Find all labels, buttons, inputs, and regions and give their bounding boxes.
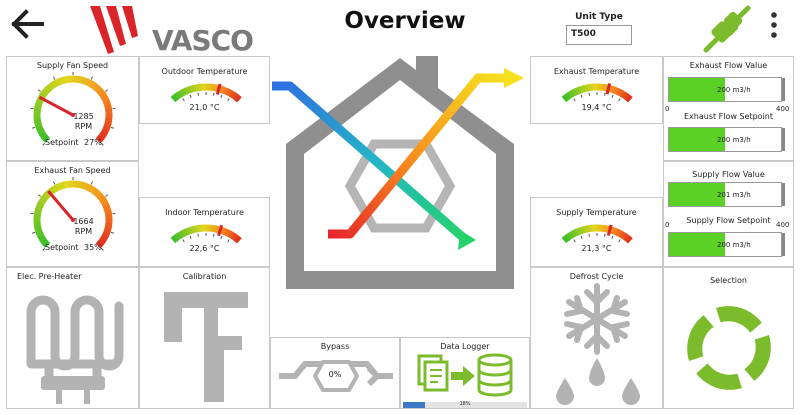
exhaust-flow-axis-max: 400 — [776, 105, 790, 113]
exhaust-fan-rpm: 1664 — [73, 217, 94, 226]
supply-flow-setpoint-title: Supply Flow Setpoint — [686, 216, 771, 225]
preheater-tile[interactable]: Elec. Pre-Heater — [6, 267, 139, 409]
supply-temp-gauge — [561, 224, 633, 244]
supply-flow-axis-min: 0 — [665, 221, 670, 229]
supply-fan-setpoint-label: Setpoint — [45, 138, 79, 147]
menu-button[interactable] — [766, 10, 782, 42]
gauge-needle — [606, 224, 613, 236]
gauge-needle — [217, 224, 224, 237]
data-logger-progress: 18% — [403, 401, 527, 408]
exhaust-flow-value-bar: 200 m3/h — [668, 77, 785, 102]
indoor-temp-panel[interactable]: Indoor Temperature 22,6 °C — [139, 197, 270, 267]
defrost-title: Defrost Cycle — [569, 272, 624, 281]
gauge-needle — [215, 83, 222, 95]
exhaust-fan-panel[interactable]: Exhaust Fan Speed 1664 RPM Setpoint 35% — [6, 161, 139, 267]
gauge-needle — [38, 95, 74, 117]
indoor-temp-gauge — [170, 224, 242, 244]
logo-text: VASCO — [152, 24, 254, 57]
gauge-needle — [47, 190, 75, 221]
data-logger-tile[interactable]: Data Logger 18% — [400, 337, 530, 409]
supply-fan-setpoint-value: 27% — [84, 138, 102, 147]
supply-flow-setpoint-text: 200 m3/h — [717, 240, 751, 249]
exhaust-flow-value-title: Exhaust Flow Value — [689, 61, 768, 70]
plug-connected-icon — [703, 5, 751, 53]
exhaust-flow-axis-min: 0 — [665, 105, 670, 113]
outdoor-temp-value: 21,0 °C — [189, 103, 220, 112]
supply-flow-setpoint-bar: 200 m3/h — [668, 232, 785, 257]
back-button[interactable] — [8, 6, 48, 42]
bypass-icon — [279, 360, 393, 392]
exhaust-fan-setpoint-value: 35% — [84, 243, 102, 252]
outdoor-temp-title: Outdoor Temperature — [161, 67, 248, 76]
exhaust-fan-rpm-unit: RPM — [74, 227, 93, 236]
supply-temp-panel[interactable]: Supply Temperature 21,3 °C — [530, 197, 663, 267]
supply-fan-rpm: 1285 — [73, 112, 94, 121]
exhaust-flow-setpoint-bar: 200 m3/h — [668, 127, 785, 152]
defrost-tile[interactable]: Defrost Cycle — [530, 267, 663, 409]
exhaust-fan-gauge — [30, 177, 116, 251]
exhaust-flow-setpoint-text: 200 m3/h — [717, 135, 751, 144]
more-vertical-icon — [771, 12, 777, 38]
exhaust-temp-panel[interactable]: Exhaust Temperature 19,4 °C — [530, 56, 663, 124]
supply-fan-rpm-unit: RPM — [74, 122, 93, 131]
outdoor-temp-panel[interactable]: Outdoor Temperature 21,0 °C — [139, 56, 270, 124]
exhaust-flow-value-text: 200 m3/h — [717, 85, 751, 94]
exhaust-flow-setpoint-title: Exhaust Flow Setpoint — [683, 112, 774, 121]
gauge-needle — [605, 83, 612, 95]
page-title: Overview — [344, 8, 466, 34]
supply-flow-value-bar: 201 m3/h — [668, 182, 785, 207]
preheater-title: Elec. Pre-Heater — [17, 272, 82, 281]
supply-fan-title: Supply Fan Speed — [36, 61, 109, 70]
data-logger-title: Data Logger — [440, 342, 490, 351]
caliper-icon — [164, 292, 248, 402]
selection-tile[interactable]: Selection — [663, 267, 794, 409]
heater-coil-icon — [26, 295, 124, 404]
snowflake-icon — [556, 283, 640, 405]
bypass-title: Bypass — [320, 342, 350, 351]
supply-flow-panel[interactable]: Supply Flow Value 201 m3/h Supply Flow S… — [663, 161, 794, 267]
selection-title: Selection — [710, 276, 747, 285]
unit-type-label: Unit Type — [575, 12, 623, 22]
outdoor-temp-gauge — [170, 83, 242, 103]
arrow-left-icon — [11, 9, 44, 39]
calibration-tile[interactable]: Calibration — [139, 267, 270, 409]
connection-button[interactable] — [702, 4, 752, 54]
exhaust-temp-gauge — [561, 83, 633, 103]
indoor-temp-title: Indoor Temperature — [165, 208, 244, 217]
supply-fan-gauge — [30, 72, 116, 146]
bypass-value: 0% — [328, 370, 342, 379]
data-logger-icon — [417, 353, 513, 397]
supply-temp-title: Supply Temperature — [556, 208, 637, 217]
bypass-tile[interactable]: Bypass 0% — [270, 337, 400, 409]
supply-fan-panel[interactable]: Supply Fan Speed 1285 RPM Setpoint 27% — [6, 56, 139, 161]
house-diagram — [270, 44, 530, 294]
data-logger-progress-text: 18% — [459, 401, 471, 407]
exhaust-temp-value: 19,4 °C — [581, 103, 612, 112]
supply-flow-value-text: 201 m3/h — [717, 190, 751, 199]
exhaust-temp-title: Exhaust Temperature — [553, 67, 640, 76]
calibration-title: Calibration — [182, 272, 227, 281]
supply-temp-value: 21,3 °C — [581, 244, 612, 253]
unit-type-field[interactable]: T500 — [566, 25, 632, 45]
indoor-temp-value: 22,6 °C — [189, 244, 220, 253]
exhaust-flow-panel[interactable]: Exhaust Flow Value 200 m3/h 0 400 Exhaus… — [663, 56, 794, 161]
unit-type-value: T500 — [571, 29, 596, 39]
vasco-logo: VASCO — [84, 4, 254, 58]
exhaust-fan-setpoint-label: Setpoint — [45, 243, 79, 252]
supply-flow-value-title: Supply Flow Value — [692, 170, 765, 179]
selection-ring-icon — [687, 306, 771, 390]
exhaust-fan-title: Exhaust Fan Speed — [34, 166, 111, 175]
supply-flow-axis-max: 400 — [776, 221, 790, 229]
